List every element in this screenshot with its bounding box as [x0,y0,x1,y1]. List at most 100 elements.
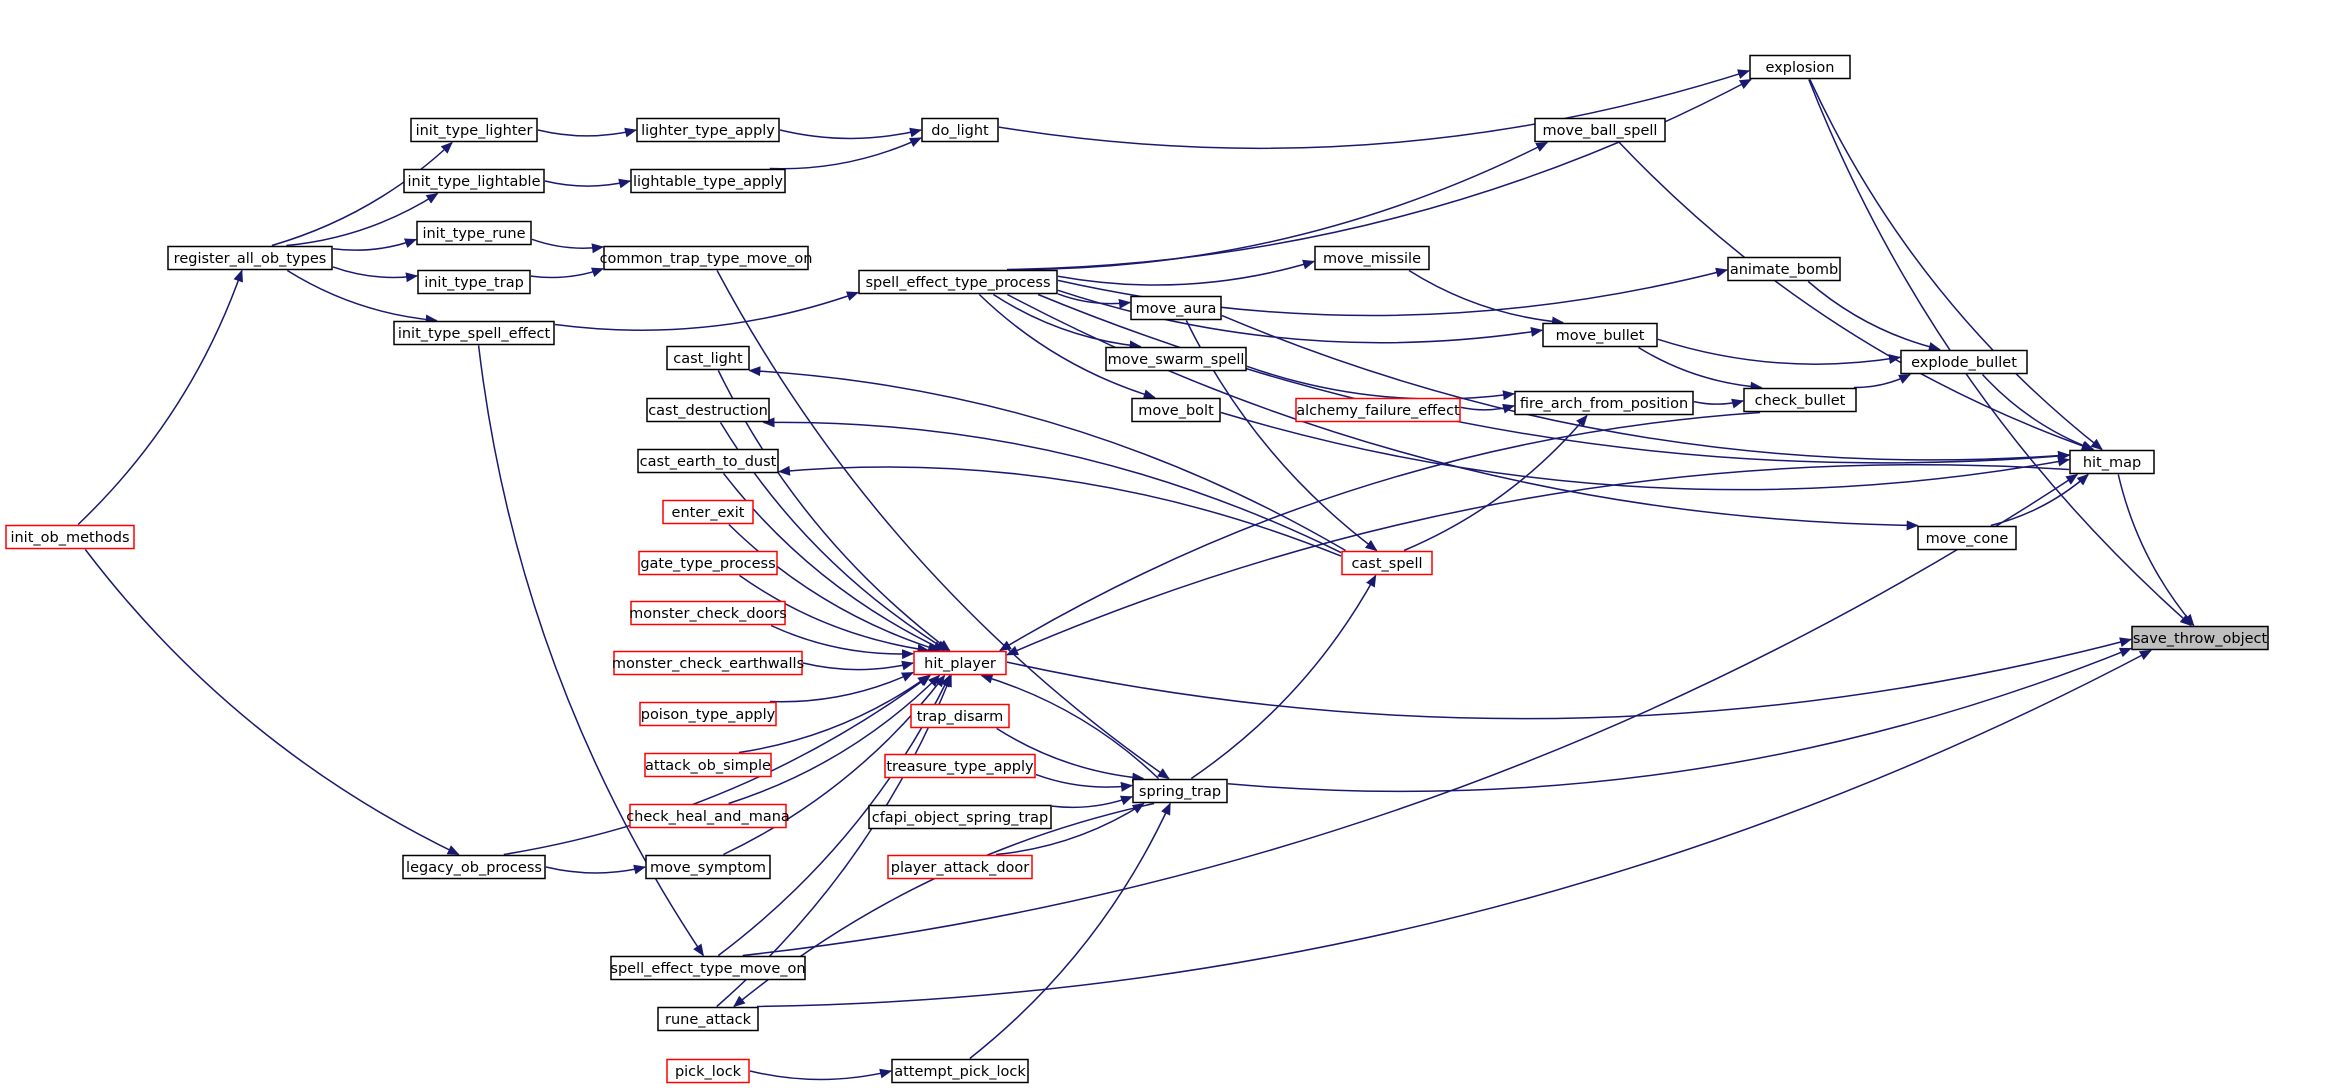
node-enter_exit[interactable]: enter_exit [662,499,754,525]
node-move_bullet[interactable]: move_bullet [1542,322,1658,348]
node-box-do_light[interactable] [921,117,999,143]
node-box-init_type_lighter[interactable] [410,117,538,143]
node-move_swarm_spell[interactable]: move_swarm_spell [1105,346,1247,372]
node-explosion[interactable]: explosion [1749,54,1851,80]
node-box-init_ob_methods[interactable] [5,524,135,550]
node-explode_bullet[interactable]: explode_bullet [1900,349,2028,375]
node-box-init_type_rune[interactable] [416,220,532,246]
node-init_ob_methods[interactable]: init_ob_methods [5,524,135,550]
node-box-cast_destruction[interactable] [646,397,770,423]
node-pick_lock[interactable]: pick_lock [666,1058,750,1084]
node-lighter_type_apply[interactable]: lighter_type_apply [636,117,780,143]
node-box-move_swarm_spell[interactable] [1105,346,1247,372]
node-trap_disarm[interactable]: trap_disarm [910,703,1010,729]
node-attack_ob_simple[interactable]: attack_ob_simple [644,752,772,778]
node-box-init_type_trap[interactable] [417,269,531,295]
node-move_bolt[interactable]: move_bolt [1131,397,1221,423]
node-box-common_trap_type_move_on[interactable] [603,245,809,271]
node-box-explode_bullet[interactable] [1900,349,2028,375]
node-do_light[interactable]: do_light [921,117,999,143]
node-box-lightable_type_apply[interactable] [630,168,786,194]
node-cast_spell[interactable]: cast_spell [1341,550,1433,576]
node-box-cast_earth_to_dust[interactable] [637,448,779,474]
node-init_type_rune[interactable]: init_type_rune [416,220,532,246]
node-monster_check_earthwalls[interactable]: monster_check_earthwalls [612,650,804,676]
node-box-cast_light[interactable] [666,345,750,371]
node-box-monster_check_earthwalls[interactable] [613,650,803,676]
node-box-gate_type_process[interactable] [638,550,778,576]
node-move_missile[interactable]: move_missile [1314,245,1430,271]
node-box-spring_trap[interactable] [1132,778,1228,804]
node-box-attempt_pick_lock[interactable] [891,1058,1029,1084]
node-gate_type_process[interactable]: gate_type_process [638,550,778,576]
node-init_type_trap[interactable]: init_type_trap [417,269,531,295]
node-register_all_ob_types[interactable]: register_all_ob_types [167,245,333,271]
node-hit_player[interactable]: hit_player [913,650,1007,676]
node-box-init_type_spell_effect[interactable] [393,320,555,346]
node-box-enter_exit[interactable] [662,499,754,525]
node-lightable_type_apply[interactable]: lightable_type_apply [630,168,786,194]
node-box-pick_lock[interactable] [666,1058,750,1084]
node-cast_light[interactable]: cast_light [666,345,750,371]
node-box-cast_spell[interactable] [1341,550,1433,576]
node-box-trap_disarm[interactable] [910,703,1010,729]
node-treasure_type_apply[interactable]: treasure_type_apply [884,753,1036,779]
node-cfapi_object_spring_trap[interactable]: cfapi_object_spring_trap [868,804,1052,830]
node-box-save_throw_object[interactable] [2131,625,2269,651]
node-check_bullet[interactable]: check_bullet [1743,387,1857,413]
node-common_trap_type_move_on[interactable]: common_trap_type_move_on [600,245,813,271]
node-box-move_aura[interactable] [1130,295,1222,321]
node-move_symptom[interactable]: move_symptom [645,854,771,880]
node-box-hit_map[interactable] [2069,449,2155,475]
node-box-register_all_ob_types[interactable] [167,245,333,271]
node-rune_attack[interactable]: rune_attack [657,1006,759,1032]
node-box-rune_attack[interactable] [657,1006,759,1032]
node-box-move_bullet[interactable] [1542,322,1658,348]
node-player_attack_door[interactable]: player_attack_door [887,854,1033,880]
node-check_heal_and_mana[interactable]: check_heal_and_mana [626,803,790,829]
node-box-lighter_type_apply[interactable] [636,117,780,143]
node-fire_arch_from_position[interactable]: fire_arch_from_position [1514,390,1694,416]
node-attempt_pick_lock[interactable]: attempt_pick_lock [891,1058,1029,1084]
node-hit_map[interactable]: hit_map [2069,449,2155,475]
node-spring_trap[interactable]: spring_trap [1132,778,1228,804]
node-move_ball_spell[interactable]: move_ball_spell [1534,117,1666,143]
node-animate_bomb[interactable]: animate_bomb [1727,256,1841,282]
node-box-treasure_type_apply[interactable] [884,753,1036,779]
node-box-move_bolt[interactable] [1131,397,1221,423]
node-save_throw_object[interactable]: save_throw_object [2131,625,2269,651]
node-init_type_spell_effect[interactable]: init_type_spell_effect [393,320,555,346]
node-box-move_symptom[interactable] [645,854,771,880]
node-box-player_attack_door[interactable] [887,854,1033,880]
node-poison_type_apply[interactable]: poison_type_apply [639,701,777,727]
node-box-alchemy_failure_effect[interactable] [1295,397,1461,423]
node-cast_destruction[interactable]: cast_destruction [646,397,770,423]
node-spell_effect_type_move_on[interactable]: spell_effect_type_move_on [610,955,806,981]
node-box-animate_bomb[interactable] [1727,256,1841,282]
node-box-fire_arch_from_position[interactable] [1514,390,1694,416]
node-alchemy_failure_effect[interactable]: alchemy_failure_effect [1295,397,1461,423]
node-box-explosion[interactable] [1749,54,1851,80]
node-box-move_missile[interactable] [1314,245,1430,271]
node-box-monster_check_doors[interactable] [630,600,786,626]
node-monster_check_doors[interactable]: monster_check_doors [629,600,787,626]
node-box-attack_ob_simple[interactable] [644,752,772,778]
node-box-init_type_lightable[interactable] [403,168,545,194]
node-box-spell_effect_type_move_on[interactable] [610,955,806,981]
node-box-move_cone[interactable] [1917,525,2017,551]
node-move_aura[interactable]: move_aura [1130,295,1222,321]
node-box-check_bullet[interactable] [1743,387,1857,413]
node-move_cone[interactable]: move_cone [1917,525,2017,551]
node-box-legacy_ob_process[interactable] [402,854,546,880]
node-cast_earth_to_dust[interactable]: cast_earth_to_dust [637,448,779,474]
node-box-check_heal_and_mana[interactable] [629,803,787,829]
node-box-hit_player[interactable] [913,650,1007,676]
node-box-poison_type_apply[interactable] [639,701,777,727]
node-box-move_ball_spell[interactable] [1534,117,1666,143]
node-box-cfapi_object_spring_trap[interactable] [868,804,1052,830]
node-legacy_ob_process[interactable]: legacy_ob_process [402,854,546,880]
node-box-spell_effect_type_process[interactable] [858,269,1058,295]
node-init_type_lightable[interactable]: init_type_lightable [403,168,545,194]
node-spell_effect_type_process[interactable]: spell_effect_type_process [858,269,1058,295]
node-init_type_lighter[interactable]: init_type_lighter [410,117,538,143]
